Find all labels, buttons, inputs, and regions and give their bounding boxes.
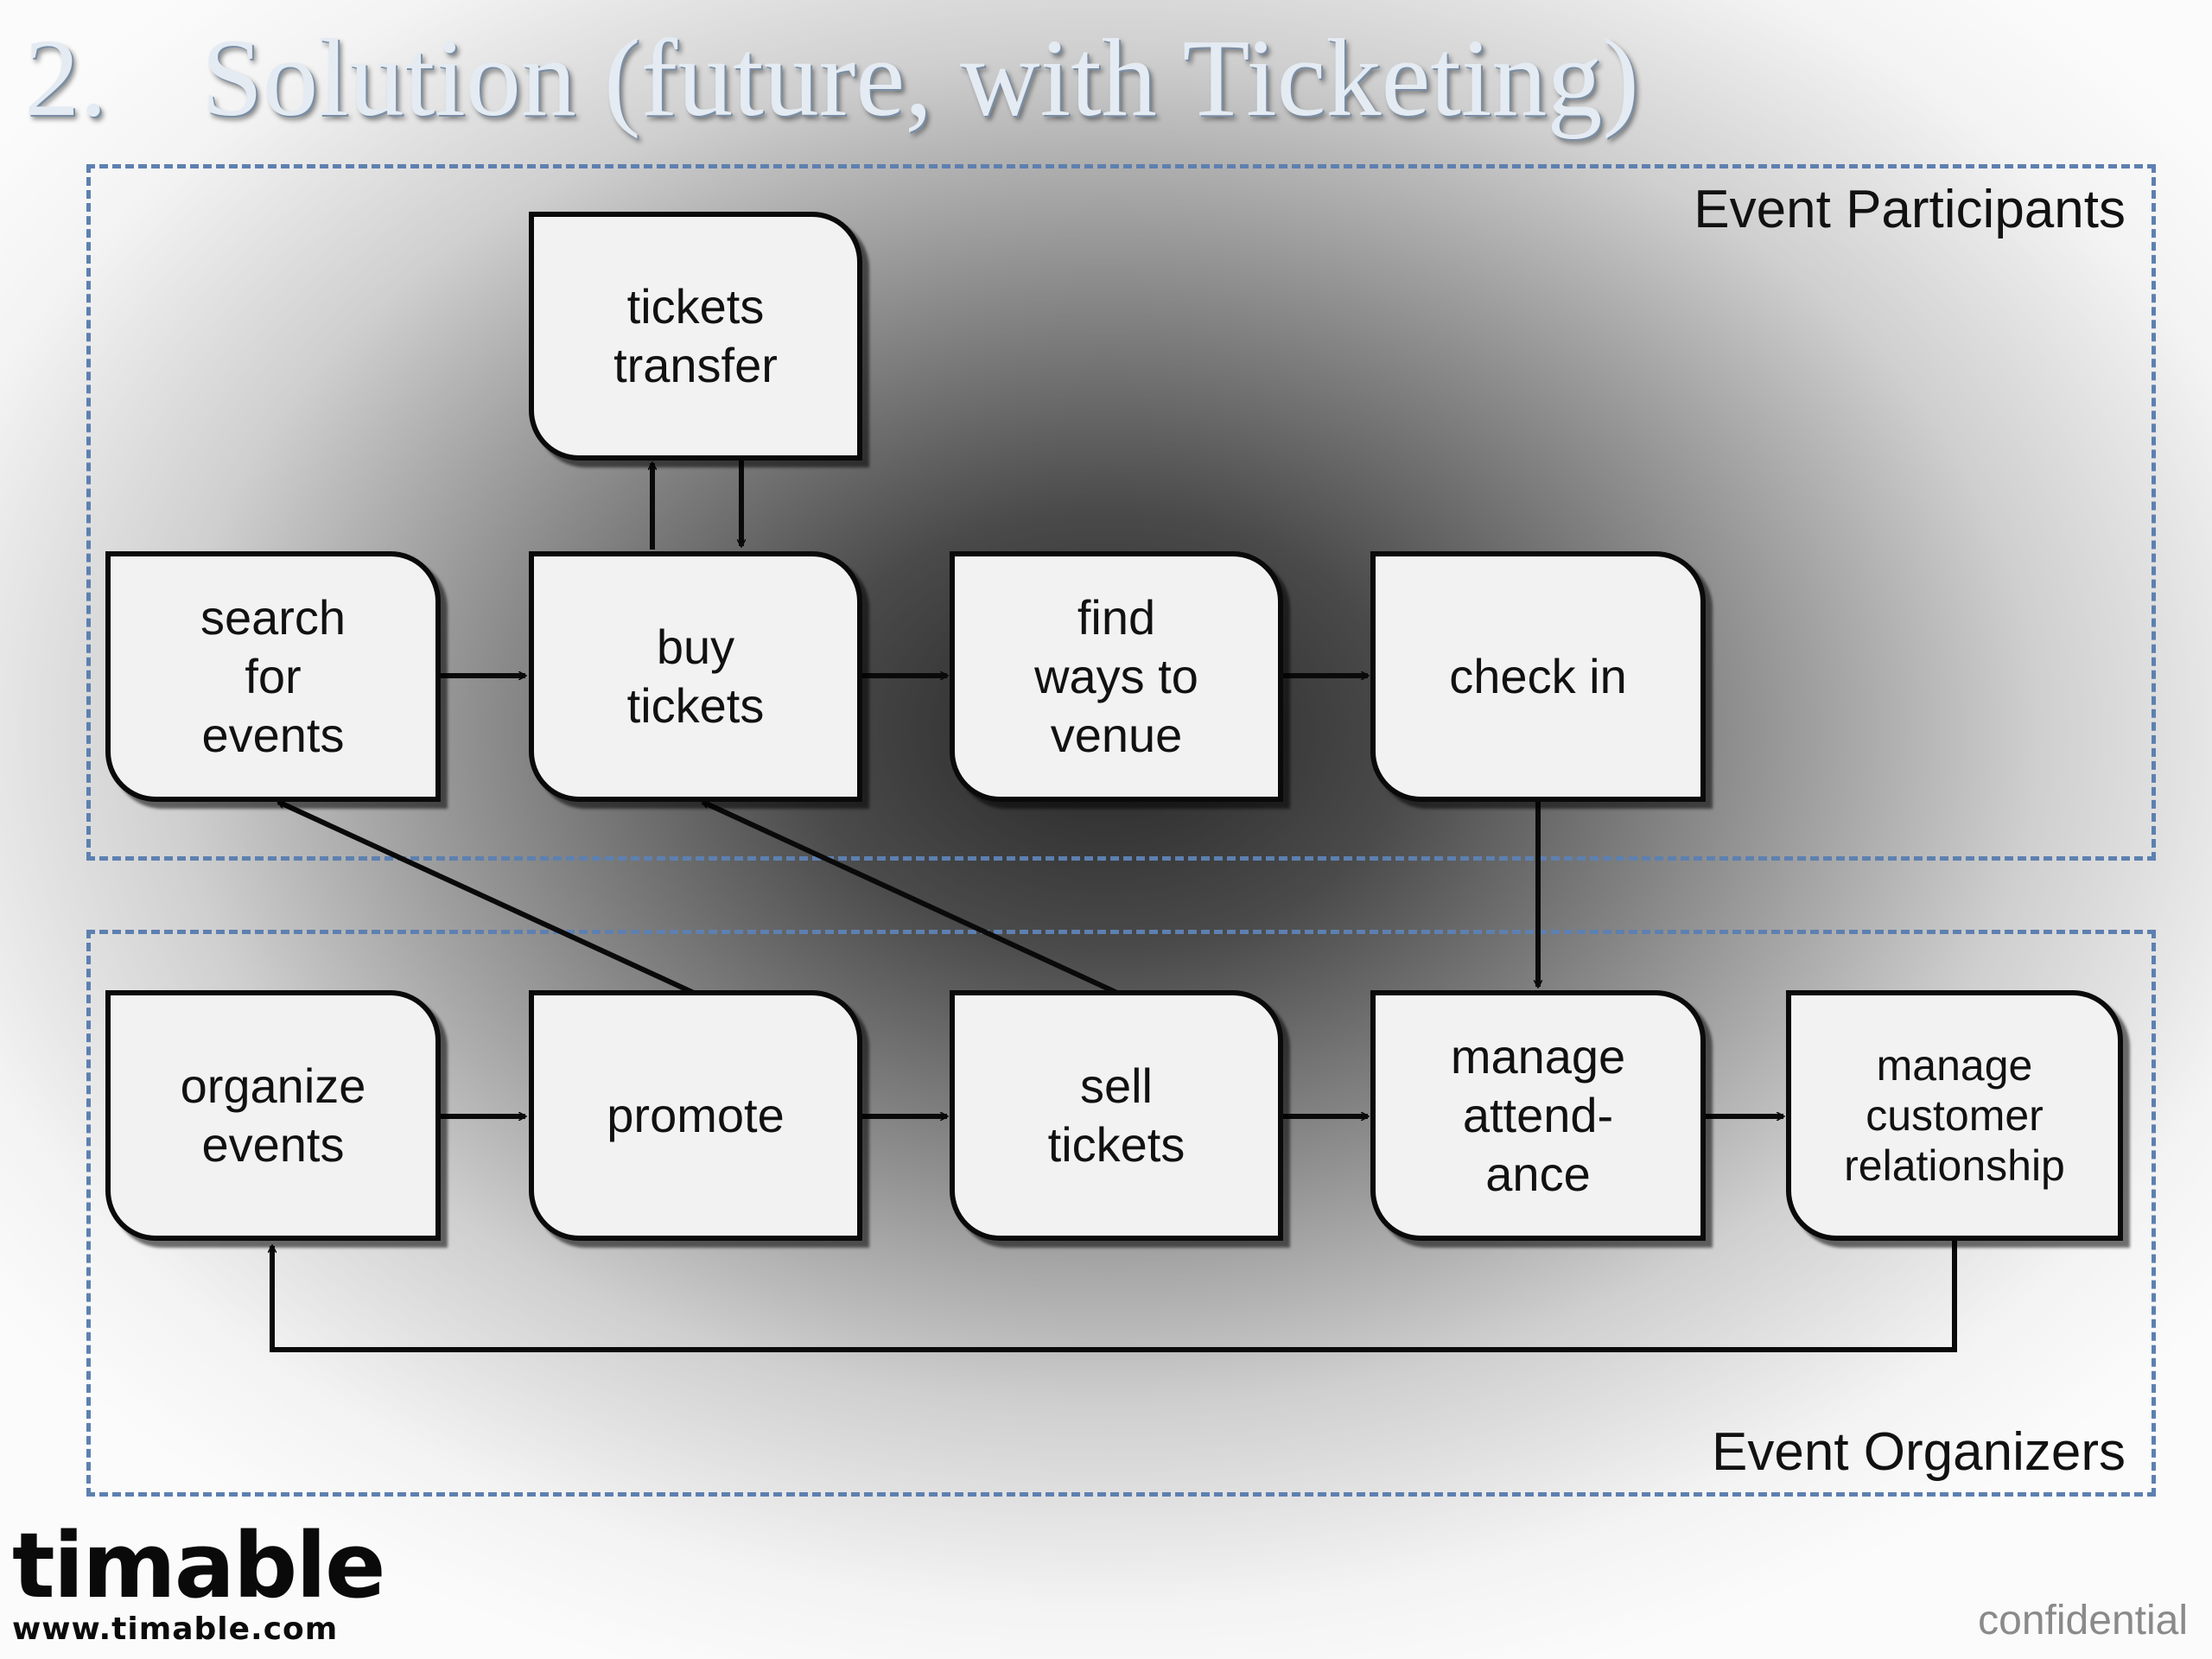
- slide-title: 2. Solution (future, with Ticketing): [24, 9, 1639, 147]
- event-organizers-group: [86, 930, 2156, 1497]
- node-buy-tickets: buy tickets: [529, 551, 862, 802]
- event-participants-label: Event Participants: [1694, 180, 2126, 239]
- node-tickets-transfer: tickets transfer: [529, 212, 862, 461]
- logo-url: www.timable.com: [12, 1611, 339, 1647]
- node-search-for-events: search for events: [105, 551, 441, 802]
- event-participants-group: [86, 164, 2156, 861]
- title-number: 2.: [24, 16, 107, 139]
- node-check-in-label: check in: [1449, 649, 1627, 703]
- node-sell-tickets: sell tickets: [950, 990, 1283, 1241]
- arrow-crm-to-organize: [272, 1241, 1957, 1352]
- node-tickets-transfer-label: tickets transfer: [613, 279, 778, 392]
- confidential-label: confidential: [1978, 1598, 2188, 1643]
- title-text: Solution (future, with Ticketing): [201, 16, 1639, 139]
- node-manage-attendance-label: manage attend- ance: [1450, 1029, 1626, 1201]
- node-manage-customer-relationship: manage customer relationship: [1786, 990, 2123, 1241]
- logo-wordmark: timable: [12, 1513, 386, 1618]
- arrow-promote-to-search: [278, 799, 697, 996]
- node-find-ways-to-venue: find ways to venue: [950, 551, 1283, 802]
- node-manage-crm-label: manage customer relationship: [1844, 1041, 2065, 1190]
- node-find-ways-to-venue-label: find ways to venue: [1034, 590, 1198, 762]
- event-organizers-label: Event Organizers: [1712, 1422, 2126, 1482]
- timable-logo: timable www.timable.com: [12, 1513, 386, 1652]
- node-check-in: check in: [1370, 551, 1706, 802]
- node-organize-events: organize events: [105, 990, 441, 1241]
- node-sell-tickets-label: sell tickets: [1047, 1058, 1185, 1172]
- node-buy-tickets-label: buy tickets: [626, 620, 765, 733]
- node-manage-attendance: manage attend- ance: [1370, 990, 1706, 1241]
- node-promote: promote: [529, 990, 862, 1241]
- arrow-sell-to-buy: [702, 799, 1121, 996]
- node-search-for-events-label: search for events: [200, 590, 346, 762]
- node-organize-events-label: organize events: [180, 1058, 366, 1172]
- node-promote-label: promote: [607, 1088, 785, 1142]
